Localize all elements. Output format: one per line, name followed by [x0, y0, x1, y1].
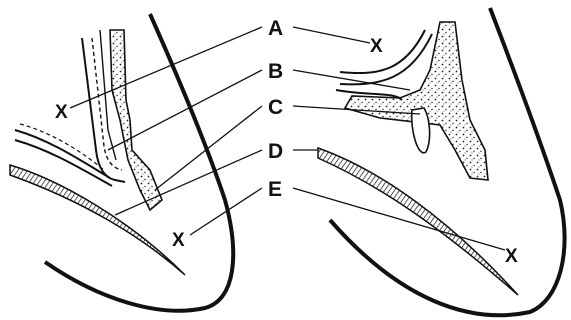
- callout-B: B: [268, 60, 283, 83]
- x-mark-right-upper: X: [370, 36, 383, 57]
- callout-E: E: [268, 178, 282, 201]
- x-mark-left-lower: X: [172, 230, 185, 251]
- callout-C: C: [268, 96, 283, 119]
- callout-D: D: [268, 140, 283, 163]
- right-pendant-lobe: [412, 108, 430, 153]
- left-hatched-wedge: [10, 165, 185, 275]
- right-duct-lines: [340, 30, 432, 84]
- x-mark-right-lower: X: [505, 246, 518, 267]
- left-gland-column: [110, 30, 162, 210]
- left-panel: [10, 14, 233, 311]
- callout-A: A: [268, 17, 283, 40]
- right-panel: [318, 8, 565, 315]
- x-mark-left-upper: X: [55, 102, 68, 123]
- right-hatched-wedge: [318, 148, 518, 295]
